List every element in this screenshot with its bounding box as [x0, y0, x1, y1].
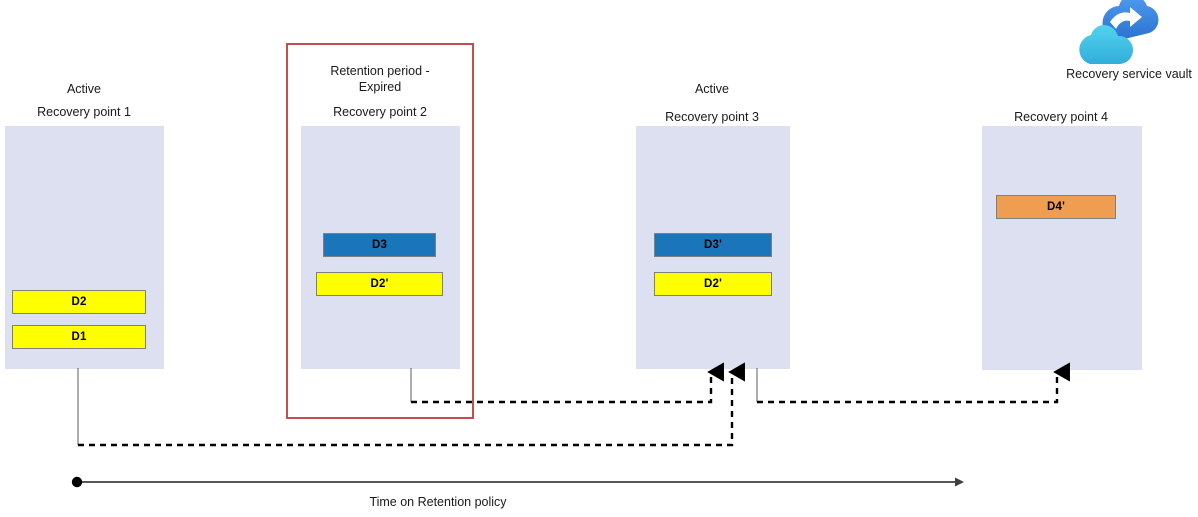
recovery-point-2-box: D3 D2': [301, 126, 460, 369]
recovery-point-2-status: Retention period - Expired: [330, 64, 430, 94]
expired-retention-frame: [286, 43, 474, 419]
data-bar-d2: D2: [12, 290, 146, 314]
recovery-point-4-box: D4': [982, 126, 1142, 370]
data-bar-d3-prime: D3': [654, 233, 772, 257]
vault-label: Recovery service vault: [1066, 67, 1192, 81]
timeline-label: Time on Retention policy: [369, 495, 507, 509]
connector-rp3-to-rp4: [756, 362, 1070, 404]
data-bar-d2-prime-rp3: D2': [654, 272, 772, 296]
azure-recovery-services-vault-icon: [1079, 0, 1159, 64]
data-bar-d1: D1: [12, 325, 146, 349]
timeline-axis: [71, 476, 964, 488]
recovery-point-1-title: Recovery point 1: [37, 105, 131, 119]
data-bar-d3: D3: [323, 233, 436, 257]
recovery-point-3-box: D3' D2': [636, 126, 790, 369]
connector-rp1-to-rp3: [77, 362, 745, 447]
data-bar-d2-prime: D2': [316, 272, 443, 296]
recovery-point-3-title: Recovery point 3: [665, 110, 759, 124]
timeline-start-dot: [71, 476, 83, 488]
connector-rp2-to-rp3: [410, 362, 724, 404]
recovery-point-3-status: Active: [694, 82, 730, 96]
data-bar-d4-prime: D4': [996, 195, 1116, 219]
recovery-point-4-title: Recovery point 4: [1014, 110, 1108, 124]
recovery-point-1-box: D2 D1: [5, 126, 164, 369]
recovery-point-1-status: Active: [66, 82, 102, 96]
recovery-point-2-title: Recovery point 2: [333, 105, 427, 119]
